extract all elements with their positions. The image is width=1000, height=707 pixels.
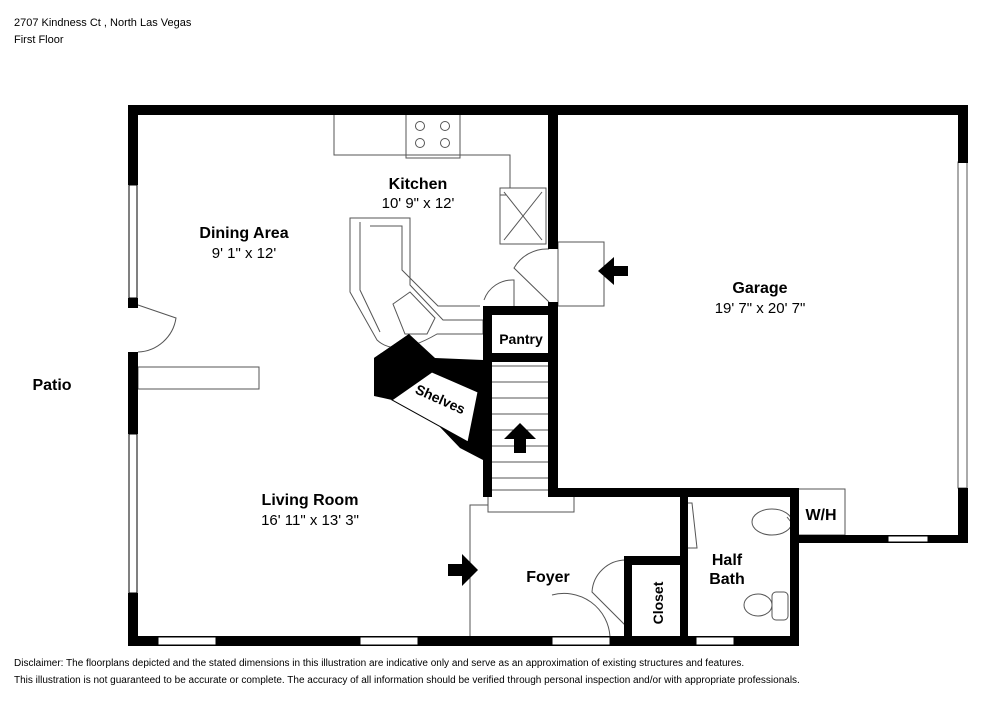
kitchen-counter <box>333 114 511 188</box>
half-bath-label-1: Half <box>712 552 743 569</box>
kitchen-island <box>349 217 484 349</box>
disclaimer-line-2: This illustration is not guaranteed to b… <box>14 675 800 686</box>
kitchen-dims: 10' 9" x 12' <box>382 195 455 212</box>
stairs-up-arrow <box>504 423 536 453</box>
patio-label: Patio <box>32 377 71 394</box>
garage-entry <box>557 241 605 307</box>
water-heater-label: W/H <box>805 507 836 524</box>
kitchen-name: Kitchen <box>389 176 448 193</box>
disclaimer-line-1: Disclaimer: The floorplans depicted and … <box>14 658 745 669</box>
bath-sink <box>751 508 793 536</box>
shelves-area <box>391 371 479 443</box>
toilet <box>743 593 773 617</box>
garage-entry-arrow <box>598 257 628 285</box>
half-bath-label-2: Bath <box>709 571 745 588</box>
windows <box>128 184 929 646</box>
garage-dims: 19' 7" x 20' 7" <box>715 300 806 317</box>
closet-label: Closet <box>650 581 666 624</box>
floor-label: First Floor <box>14 34 64 46</box>
kitchen-sink <box>392 291 436 335</box>
front-entry-arrow <box>448 554 478 586</box>
address-label: 2707 Kindness Ct , North Las Vegas <box>14 17 192 29</box>
stove <box>405 113 461 159</box>
garage-door <box>957 161 968 489</box>
pantry-label: Pantry <box>499 331 543 347</box>
walls <box>128 105 968 646</box>
arrows <box>448 257 628 586</box>
living-room-name: Living Room <box>262 492 359 509</box>
foyer-label: Foyer <box>526 569 570 586</box>
dining-name: Dining Area <box>199 225 288 242</box>
refrigerator <box>499 187 547 245</box>
dining-dims: 9' 1" x 12' <box>212 245 277 262</box>
bar-counter <box>137 366 260 390</box>
living-room-dims: 16' 11" x 13' 3" <box>261 512 359 529</box>
garage-name: Garage <box>732 280 787 297</box>
